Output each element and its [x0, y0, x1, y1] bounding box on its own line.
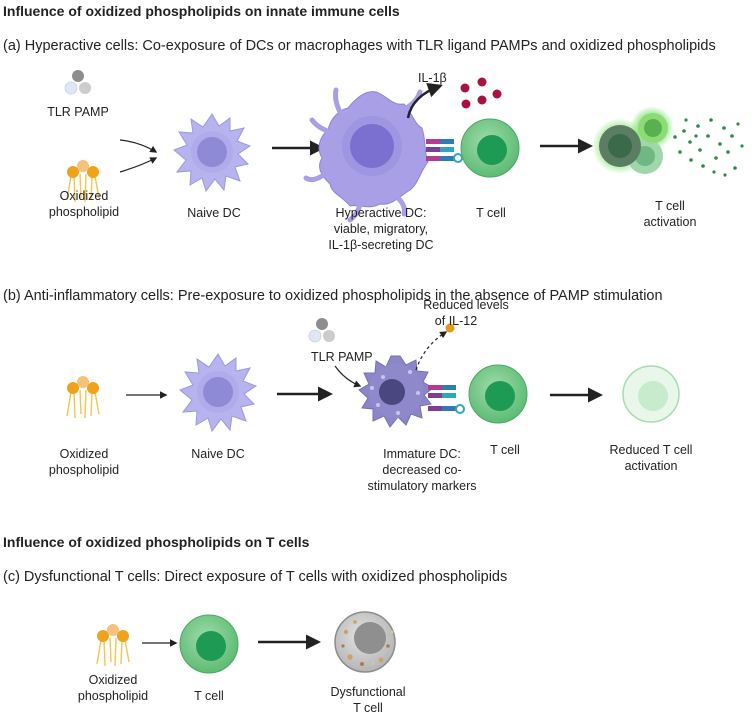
panel-c-heading: (c) Dysfunctional T cells: Direct exposu… — [3, 569, 508, 585]
arrow-pamp-to-immature-dc — [334, 365, 362, 388]
panel-b-naive-dc-label: Naive DC — [191, 447, 245, 461]
oxidized-phospholipid-icon — [66, 375, 100, 419]
naive-dc-icon — [173, 113, 251, 192]
panel-b-reduced-il12-label-2: of IL-12 — [434, 314, 478, 328]
receptor-pair-icon — [428, 385, 465, 414]
arrow-pamp-to-dc — [119, 139, 158, 153]
panel-a-activation-label-2: activation — [643, 215, 697, 229]
panel-b-reduced-il12-label-1: Reduced levels — [423, 298, 509, 312]
panel-a-naive-dc-label: Naive DC — [187, 206, 241, 220]
panel-b-heading: (b) Anti-inflammatory cells: Pre-exposur… — [3, 288, 663, 304]
section-title-t-cells: Influence of oxidized phospholipids on T… — [3, 534, 310, 550]
dysfunctional-t-cell-icon — [334, 611, 396, 673]
panel-a-hyperactive-label-3: IL-1β-secreting DC — [328, 238, 434, 252]
il1b-particles-icon — [460, 77, 502, 109]
panel-b-reduced-activation-label-2: activation — [624, 459, 678, 473]
panel-b-artwork — [66, 317, 680, 432]
panel-c-t-cell-label: T cell — [194, 689, 224, 703]
panel-a-oxpl-label-1: Oxidized — [59, 189, 109, 203]
panel-a-tlr-pamp-label: TLR PAMP — [47, 105, 109, 119]
activated-t-cells-icon — [592, 106, 674, 174]
arrow-il12-secretion — [415, 331, 448, 371]
naive-dc-icon — [179, 353, 257, 432]
panel-a-il1b-label: IL-1β — [418, 71, 447, 85]
receptor-pair-icon — [426, 139, 463, 163]
panel-a-t-cell-label: T cell — [476, 206, 506, 220]
section-title-innate: Influence of oxidized phospholipids on i… — [3, 3, 400, 19]
immature-dc-icon — [358, 355, 434, 428]
panel-b-tlr-pamp-label: TLR PAMP — [311, 350, 373, 364]
panel-b-immature-label-1: Immature DC: — [383, 447, 461, 461]
panel-c-oxpl-label-1: Oxidized — [88, 673, 138, 687]
hyperactive-dc-icon — [303, 87, 429, 223]
il12-particle-icon — [445, 323, 455, 333]
panel-a-hyperactive-label-2: viable, migratory, — [333, 222, 429, 236]
panel-c-artwork — [96, 611, 396, 674]
panel-a-hyperactive-label-1: Hyperactive DC: — [335, 206, 427, 220]
reduced-activation-t-cell-icon — [622, 365, 680, 423]
pamp-particles-icon — [308, 317, 336, 343]
panel-a-activation-label-1: T cell — [655, 199, 685, 213]
t-cell-icon — [179, 614, 239, 674]
arrow-lipid-to-dc — [119, 157, 158, 173]
panel-b-oxpl-label-1: Oxidized — [59, 447, 109, 461]
panel-a-oxpl-label-2: phospholipid — [48, 205, 120, 219]
panel-a-heading: (a) Hyperactive cells: Co-exposure of DC… — [3, 38, 716, 54]
panel-b-immature-label-3: stimulatory markers — [367, 479, 477, 493]
t-cell-icon — [460, 118, 520, 178]
panel-b-oxpl-label-2: phospholipid — [48, 463, 120, 477]
oxidized-phospholipid-icon — [96, 623, 130, 667]
panel-c-dysfunctional-label-2: T cell — [353, 701, 383, 715]
panel-b-t-cell-label: T cell — [490, 443, 520, 457]
panel-c-oxpl-label-2: phospholipid — [77, 689, 149, 703]
panel-b-reduced-activation-label-1: Reduced T cell — [609, 443, 693, 457]
arrow-il1b-secretion — [406, 82, 443, 119]
panel-b-immature-label-2: decreased co- — [382, 463, 462, 477]
pamp-particles-icon — [64, 69, 92, 95]
panel-c-dysfunctional-label-1: Dysfunctional — [330, 685, 406, 699]
cytokine-spray-icon — [673, 118, 744, 177]
t-cell-icon — [468, 364, 528, 424]
panel-a-artwork — [64, 69, 744, 223]
